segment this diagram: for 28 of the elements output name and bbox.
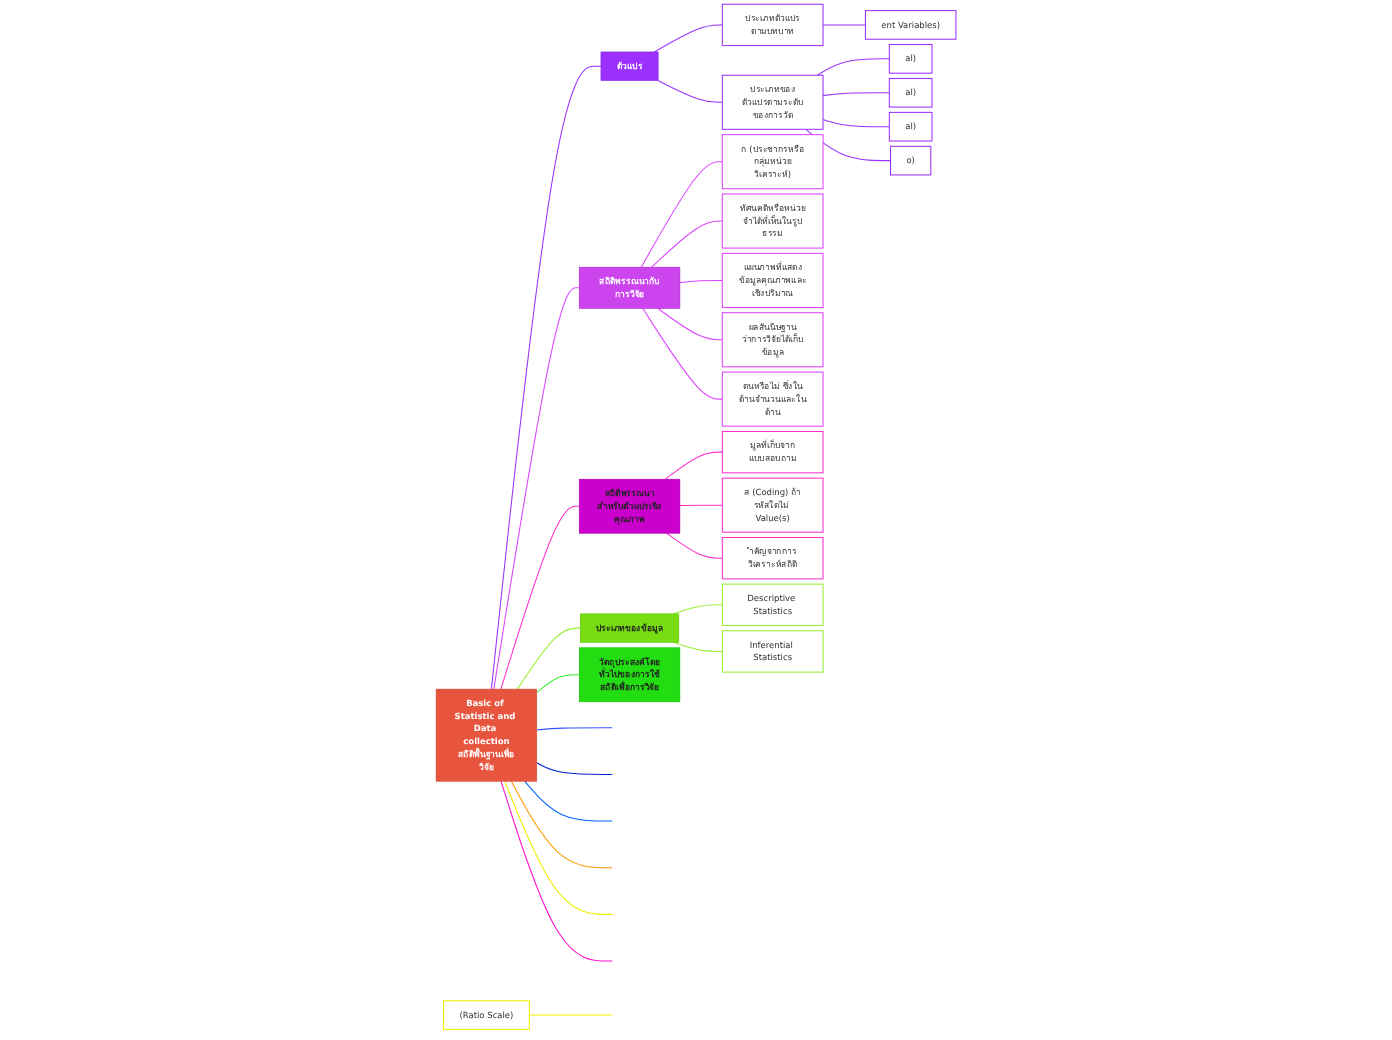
connector-line: [816, 58, 890, 76]
connector-line: [500, 780, 613, 962]
connector-line: [490, 65, 602, 690]
connector-line: [679, 504, 723, 506]
connector-line: [653, 24, 723, 53]
connector-line: [679, 279, 723, 284]
connector-line: [528, 1014, 613, 1016]
connector-line: [500, 505, 580, 690]
connector-line: [666, 532, 723, 559]
connector-line: [651, 220, 723, 268]
connector-line: [657, 307, 723, 341]
connector-line: [536, 674, 580, 694]
connector-line: [642, 307, 723, 400]
connector-line: [822, 24, 866, 26]
connector-line: [524, 780, 613, 822]
connector-line: [536, 762, 613, 775]
connector-line: [516, 627, 581, 690]
connector-line: [657, 80, 723, 103]
connector-line: [672, 641, 723, 652]
connector-line: [822, 92, 890, 97]
connector-line: [640, 161, 723, 268]
connector-line: [664, 451, 723, 480]
connector-line: [822, 118, 890, 128]
connector-line: [672, 604, 723, 615]
connector-line: [493, 287, 580, 690]
connector-line: [536, 727, 613, 731]
connector-line: [510, 780, 613, 869]
connector-line: [504, 780, 613, 915]
